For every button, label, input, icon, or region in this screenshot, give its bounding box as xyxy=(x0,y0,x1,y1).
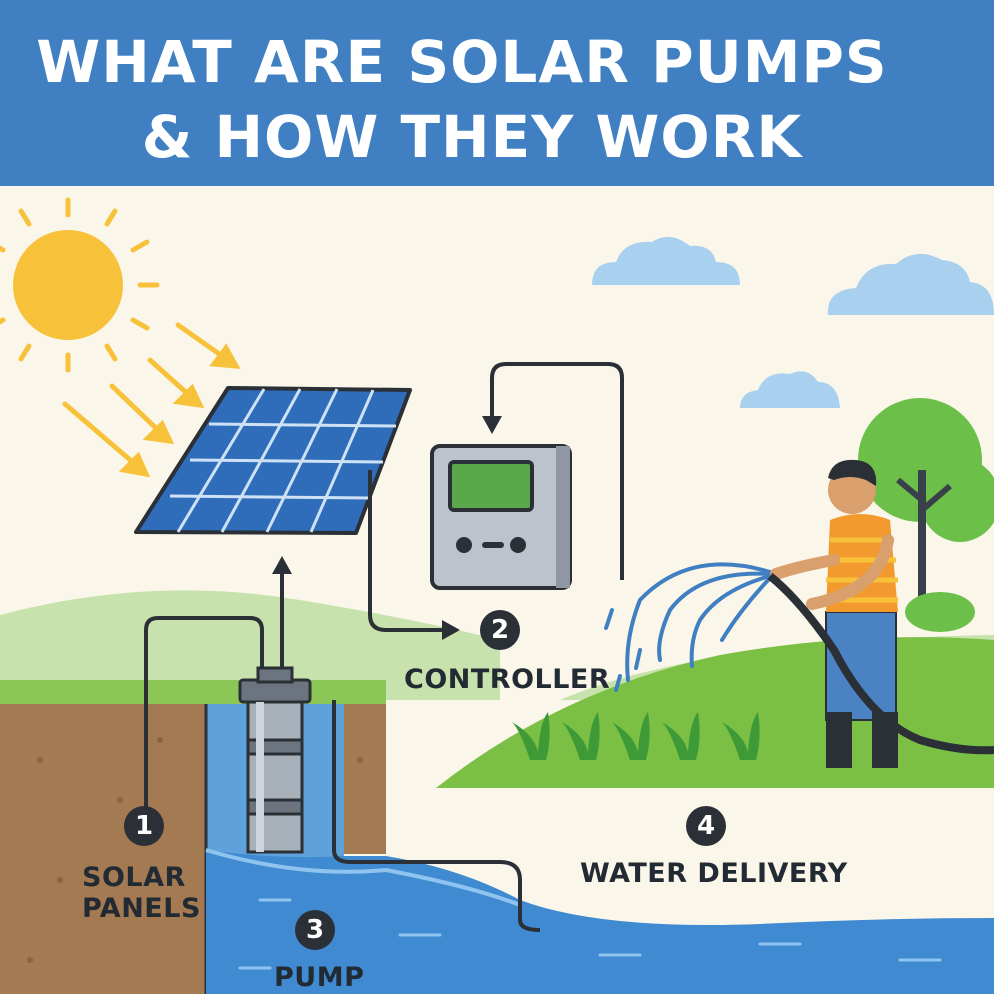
water-ripples xyxy=(238,898,942,970)
title-line-1: WHAT ARE SOLAR PUMPS xyxy=(36,28,888,96)
cloud-icon xyxy=(592,236,740,285)
step-label-controller: CONTROLLER xyxy=(404,664,611,695)
tree-icon xyxy=(858,398,994,632)
grass-strip xyxy=(0,680,386,704)
soil-texture xyxy=(27,737,363,963)
field xyxy=(436,637,994,788)
cloud-icon xyxy=(740,371,840,408)
delivery-pipe xyxy=(332,700,541,932)
cloud-icon xyxy=(827,253,994,315)
step-label-solar-panels: SOLAR PANELS xyxy=(82,862,201,924)
controller-icon xyxy=(430,444,572,590)
step-badge-1: 1 xyxy=(124,806,164,846)
step-label-line-1: SOLAR xyxy=(82,862,186,893)
sunlight-arrows xyxy=(62,322,241,478)
arrow-right-icon xyxy=(368,614,460,640)
step-label-water-delivery: WATER DELIVERY xyxy=(580,858,848,889)
step-label-pump: PUMP xyxy=(274,962,365,993)
farmer-icon xyxy=(767,459,994,768)
step-badge-4: 4 xyxy=(686,806,726,846)
title-banner: WHAT ARE SOLAR PUMPS & HOW THEY WORK xyxy=(0,0,994,186)
illustration xyxy=(0,197,994,994)
water xyxy=(206,850,994,994)
arrow-up-icon xyxy=(272,556,292,668)
sun-icon xyxy=(0,197,160,373)
step-badge-2: 2 xyxy=(480,610,520,650)
plant-icons xyxy=(512,712,760,760)
solar-panel-icon xyxy=(134,386,412,615)
step-label-line-2: PANELS xyxy=(82,893,201,925)
back-hill xyxy=(0,590,500,700)
title-line-2: & HOW THEY WORK xyxy=(141,103,803,171)
soil xyxy=(0,704,206,994)
arrow-loop-icon xyxy=(482,362,624,580)
pump-icon xyxy=(238,666,312,854)
step-badge-3: 3 xyxy=(295,910,335,950)
wire-to-panel xyxy=(144,616,264,808)
water-spray xyxy=(604,562,772,692)
soil-right xyxy=(344,704,386,854)
